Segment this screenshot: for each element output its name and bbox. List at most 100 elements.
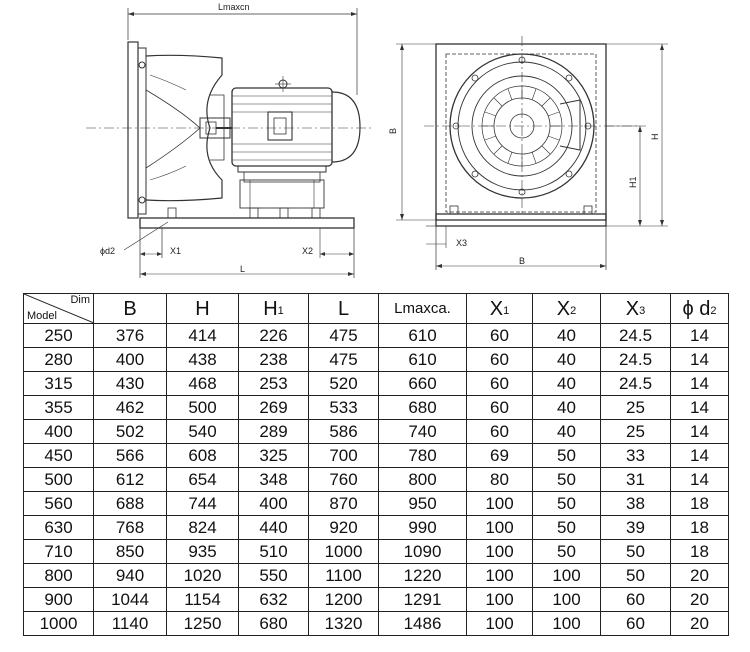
table-cell: 440: [238, 515, 309, 540]
table-cell: 990: [378, 515, 467, 540]
table-cell: 1100: [308, 563, 379, 588]
col-header: B: [93, 293, 167, 324]
table-cell: 325: [238, 443, 309, 468]
table-cell: 238: [238, 347, 309, 372]
table-cell: 348: [238, 467, 309, 492]
table-cell: 50: [600, 563, 671, 588]
col-header: X2: [532, 293, 601, 324]
table-cell: 14: [670, 323, 729, 348]
table-cell: 1200: [308, 587, 379, 612]
table-cell: 1140: [93, 611, 167, 636]
table-cell: 100: [466, 515, 533, 540]
table-cell: 1154: [166, 587, 239, 612]
table-cell: 935: [166, 539, 239, 564]
side-view: Lmaxcn: [86, 2, 372, 278]
table-cell: 14: [670, 395, 729, 420]
table-cell: 780: [378, 443, 467, 468]
table-cell: 60: [600, 611, 671, 636]
table-cell: 50: [600, 539, 671, 564]
model-cell: 630: [23, 515, 94, 540]
col-header: X3: [600, 293, 671, 324]
l-label: L: [240, 264, 245, 274]
table-cell: 950: [378, 491, 467, 516]
table-cell: 25: [600, 395, 671, 420]
table-cell: 24.5: [600, 347, 671, 372]
table-cell: 100: [466, 539, 533, 564]
x1-label: X1: [170, 246, 181, 256]
model-cell: 250: [23, 323, 94, 348]
table-cell: 850: [93, 539, 167, 564]
table-cell: 60: [466, 395, 533, 420]
corner-diagonal: [24, 294, 94, 323]
model-cell: 710: [23, 539, 94, 564]
table-cell: 940: [93, 563, 167, 588]
table-cell: 40: [532, 395, 601, 420]
model-cell: 355: [23, 395, 94, 420]
table-cell: 1220: [378, 563, 467, 588]
table-cell: 100: [466, 563, 533, 588]
table-cell: 100: [532, 587, 601, 612]
dimension-table: Dim Model B H H1 L Lmaxca. X1 X2 X3 ϕ d2…: [23, 293, 729, 636]
table-cell: 1090: [378, 539, 467, 564]
table-cell: 1291: [378, 587, 467, 612]
table-cell: 50: [532, 539, 601, 564]
table-cell: 60: [466, 347, 533, 372]
model-cell: 560: [23, 491, 94, 516]
table-cell: 660: [378, 371, 467, 396]
table-cell: 50: [532, 515, 601, 540]
model-cell: 800: [23, 563, 94, 588]
table-cell: 269: [238, 395, 309, 420]
table-cell: 31: [600, 467, 671, 492]
table-cell: 33: [600, 443, 671, 468]
h1-label: H1: [628, 176, 638, 188]
technical-drawing: Lmaxcn: [0, 0, 750, 290]
table-cell: 550: [238, 563, 309, 588]
table-cell: 14: [670, 347, 729, 372]
table-cell: 800: [378, 467, 467, 492]
front-view: B H1 H X3 B: [388, 36, 668, 270]
table-cell: 1044: [93, 587, 167, 612]
table-cell: 80: [466, 467, 533, 492]
table-cell: 14: [670, 371, 729, 396]
table-header-row: Dim Model B H H1 L Lmaxca. X1 X2 X3 ϕ d2: [23, 293, 729, 324]
table-cell: 18: [670, 539, 729, 564]
table-cell: 40: [532, 419, 601, 444]
table-cell: 870: [308, 491, 379, 516]
table-cell: 60: [600, 587, 671, 612]
model-cell: 280: [23, 347, 94, 372]
model-cell: 450: [23, 443, 94, 468]
table-cell: 40: [532, 323, 601, 348]
model-cell: 500: [23, 467, 94, 492]
table-cell: 462: [93, 395, 167, 420]
table-cell: 39: [600, 515, 671, 540]
table-cell: 400: [93, 347, 167, 372]
table-cell: 586: [308, 419, 379, 444]
model-cell: 400: [23, 419, 94, 444]
table-cell: 20: [670, 563, 729, 588]
corner-header-cell: Dim Model: [23, 293, 94, 324]
phi-d2-label: ϕd2: [100, 246, 115, 256]
col-header: X1: [466, 293, 533, 324]
col-header: Lmaxca.: [378, 293, 467, 324]
table-cell: 14: [670, 443, 729, 468]
model-cell: 900: [23, 587, 94, 612]
model-label: Model: [27, 310, 57, 322]
table-cell: 1486: [378, 611, 467, 636]
table-cell: 608: [166, 443, 239, 468]
table-cell: 60: [466, 371, 533, 396]
table-cell: 100: [532, 563, 601, 588]
table-cell: 50: [532, 491, 601, 516]
table-cell: 25: [600, 419, 671, 444]
table-cell: 520: [308, 371, 379, 396]
b-side-label: B: [388, 128, 398, 134]
table-cell: 1250: [166, 611, 239, 636]
table-cell: 824: [166, 515, 239, 540]
dim-label: Dim: [70, 294, 90, 306]
table-cell: 14: [670, 419, 729, 444]
h-label: H: [650, 134, 660, 141]
